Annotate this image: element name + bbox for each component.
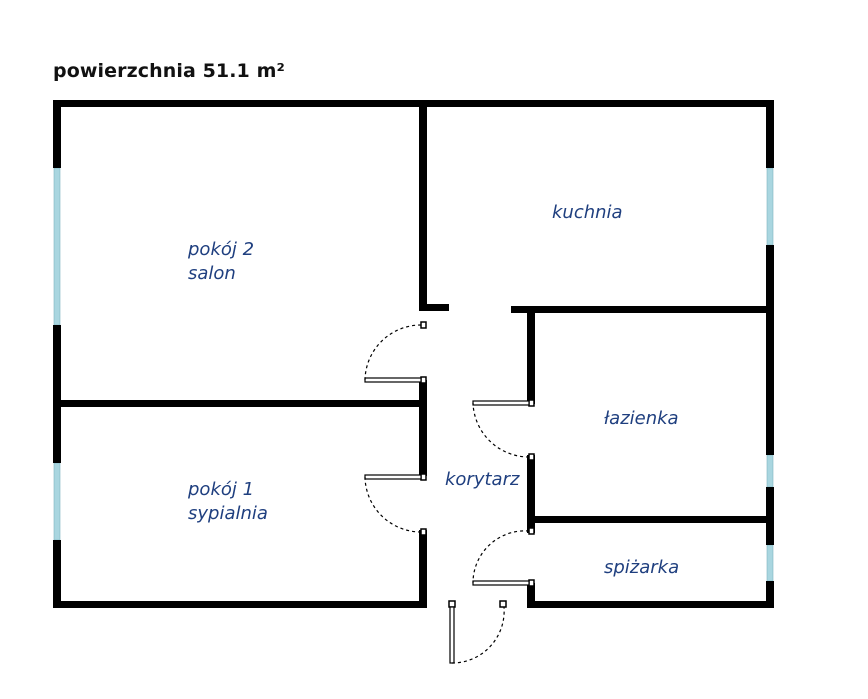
wall-lazienka-corridor-a bbox=[527, 306, 535, 404]
door-entrance-arc bbox=[451, 606, 505, 664]
door-spizarka bbox=[472, 580, 530, 586]
wall-spizarka-corridor bbox=[527, 583, 535, 608]
wall-right-bottom bbox=[766, 581, 774, 608]
doors bbox=[364, 324, 530, 664]
wall-left-lower bbox=[53, 540, 61, 608]
wall-sypialnia-corridor-b bbox=[419, 530, 427, 608]
interior-walls bbox=[53, 100, 774, 608]
room-label-korytarz: korytarz bbox=[445, 469, 520, 490]
wall-right-mid bbox=[766, 245, 774, 455]
wall-bottom-right bbox=[527, 601, 774, 608]
room-label-sypialnia-1: pokój 1 bbox=[187, 479, 254, 500]
door-lazienka bbox=[472, 400, 530, 406]
door-sypialnia bbox=[364, 474, 422, 480]
wall-salon-kuchnia bbox=[419, 100, 427, 309]
wall-corridor-top-right bbox=[511, 306, 774, 313]
room-label-salon-2: salon bbox=[188, 263, 236, 284]
door-salon-arc bbox=[364, 324, 422, 381]
door-salon bbox=[364, 377, 422, 383]
door-lazienka-arc bbox=[472, 402, 530, 458]
room-label-sypialnia-2: sypialnia bbox=[188, 503, 268, 524]
wall-right-top bbox=[766, 100, 774, 168]
wall-left-middle bbox=[53, 325, 61, 463]
door-spizarka-arc bbox=[472, 530, 530, 584]
door-jambs bbox=[420, 321, 535, 608]
wall-salon-sypialnia bbox=[53, 400, 427, 407]
wall-lazienka-spizarka bbox=[527, 516, 774, 523]
wall-left-upper bbox=[53, 100, 61, 168]
wall-top bbox=[53, 100, 774, 107]
window-lazienka bbox=[766, 454, 774, 488]
room-label-kuchnia: kuchnia bbox=[552, 202, 623, 223]
area-title: powierzchnia 51.1 m² bbox=[53, 60, 285, 82]
door-sypialnia-arc bbox=[364, 476, 422, 533]
window-spizarka bbox=[766, 544, 774, 582]
room-label-salon-1: pokój 2 bbox=[187, 239, 254, 260]
wall-sypialnia-corridor-a bbox=[419, 380, 427, 476]
window-sypialnia bbox=[53, 462, 61, 541]
window-salon bbox=[53, 167, 61, 326]
room-label-spizarka: spiżarka bbox=[604, 557, 679, 578]
room-label-lazienka: łazienka bbox=[604, 408, 679, 429]
wall-bottom-left bbox=[53, 601, 425, 608]
window-kuchnia bbox=[766, 167, 774, 246]
room-labels: pokój 2 salon kuchnia łazienka pokój 1 s… bbox=[187, 202, 679, 578]
wall-stub-left bbox=[419, 304, 449, 311]
wall-lazienka-corridor-b bbox=[527, 455, 535, 533]
door-entrance bbox=[449, 606, 455, 664]
